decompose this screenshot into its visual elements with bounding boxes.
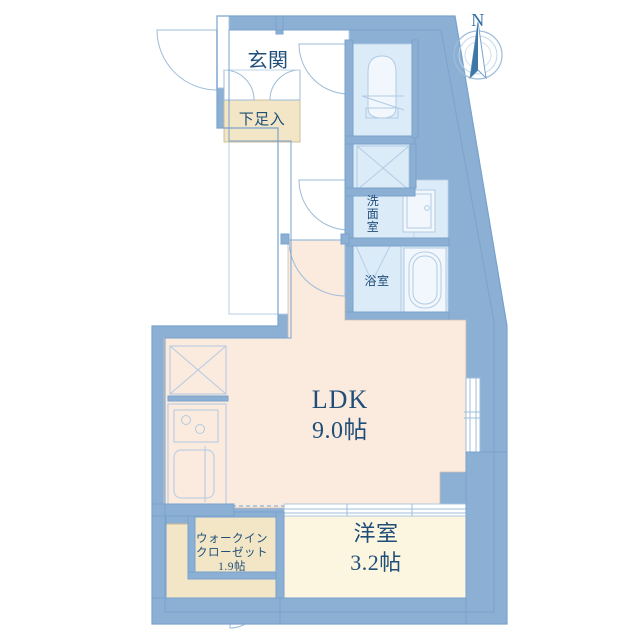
bath-door[interactable] (355, 245, 391, 284)
ldk-east-window[interactable] (464, 377, 481, 453)
bathtub (403, 247, 447, 313)
bathroom (351, 243, 449, 317)
vanity-sink (402, 189, 436, 233)
kitchen-sink (173, 446, 215, 502)
gas-stove (173, 409, 219, 443)
entrance-wall-stub (275, 15, 284, 35)
bedroom-room (283, 515, 479, 607)
wall-outline (151, 15, 508, 625)
shoe-cabinet[interactable] (223, 69, 301, 143)
north-arrow (453, 21, 503, 80)
entrance-door[interactable] (156, 15, 230, 91)
refrigerator-space (169, 345, 227, 395)
lower-partitions (151, 451, 508, 625)
ldk-door[interactable] (280, 233, 350, 297)
washer-area (351, 141, 415, 195)
toilet-fixture (361, 55, 405, 119)
